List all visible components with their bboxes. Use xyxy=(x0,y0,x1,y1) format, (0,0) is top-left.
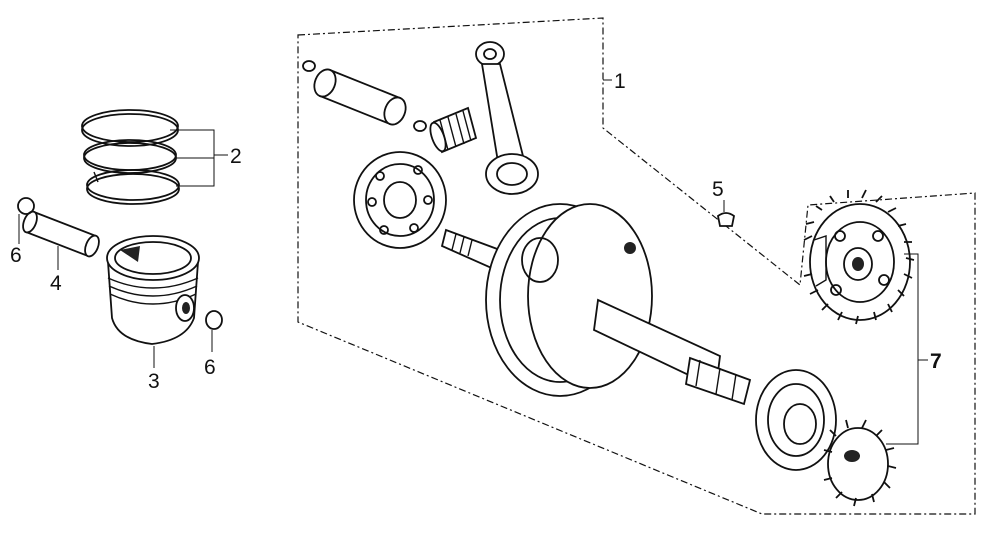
callout-3: 3 xyxy=(148,370,160,393)
leader-2 xyxy=(170,129,228,187)
needle-bearing xyxy=(429,106,478,154)
small-gear xyxy=(823,419,897,507)
callout-6-left: 6 xyxy=(10,244,22,267)
connecting-rod xyxy=(475,41,539,195)
callout-2: 2 xyxy=(230,145,242,168)
piston-pin-clip-left xyxy=(17,197,35,215)
leader-7 xyxy=(886,253,928,445)
piston-ring-set xyxy=(81,109,180,205)
callout-1: 1 xyxy=(614,70,626,93)
callout-7: 7 xyxy=(930,350,942,373)
large-gear xyxy=(803,189,915,325)
crankshaft-group-outline xyxy=(297,17,976,515)
piston-pin xyxy=(22,210,100,258)
callout-4: 4 xyxy=(50,272,62,295)
right-ball-bearing xyxy=(755,369,837,471)
crankshaft xyxy=(440,203,752,406)
crank-pin xyxy=(302,60,427,132)
piston xyxy=(106,235,200,345)
callout-5: 5 xyxy=(712,178,724,201)
callout-6-right: 6 xyxy=(204,356,216,379)
left-ball-bearing xyxy=(353,151,447,249)
piston-pin-clip-right xyxy=(205,310,223,330)
key xyxy=(717,212,735,227)
